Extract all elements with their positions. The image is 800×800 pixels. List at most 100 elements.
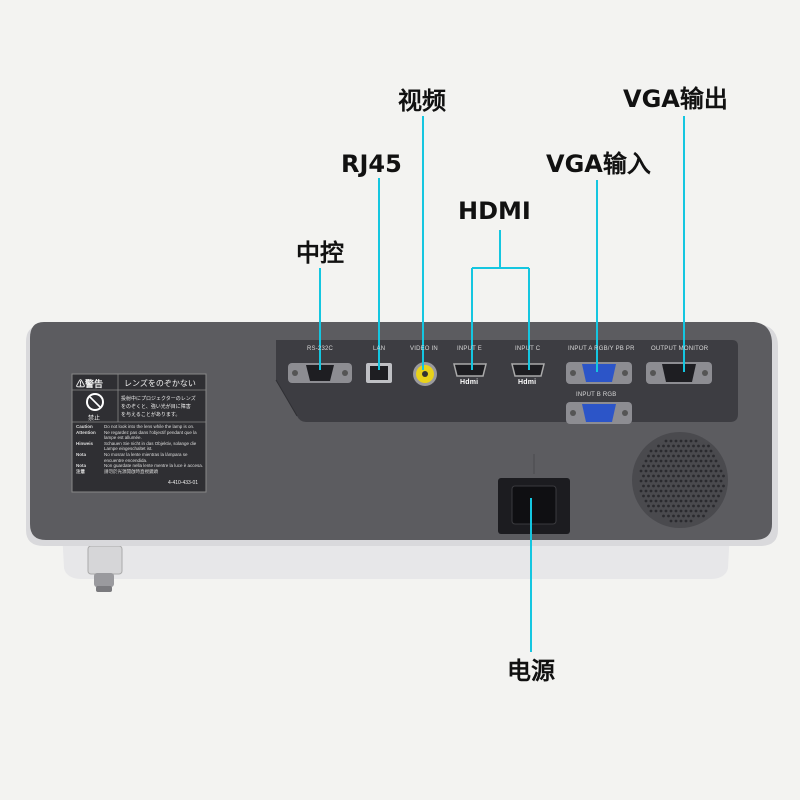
grille-hole (662, 484, 665, 488)
grille-hole (644, 479, 648, 483)
grille-hole (707, 494, 710, 498)
grille-hole (702, 484, 705, 488)
grille-hole (667, 514, 670, 518)
grille-hole (689, 479, 693, 483)
grille-hole (677, 514, 680, 518)
grille-hole (694, 469, 698, 473)
grille-hole (677, 504, 680, 508)
grille-hole (654, 489, 658, 493)
grille-hole (702, 444, 705, 448)
grille-hole (659, 479, 663, 483)
port-label-input-e: INPUT E (457, 346, 482, 352)
grille-hole (649, 479, 653, 483)
grille-hole (714, 469, 718, 473)
grille-hole (672, 514, 675, 518)
sticker-row: 注意請勿於光源開啟時直視鏡頭 (76, 469, 204, 475)
grille-hole (682, 444, 685, 448)
grille-hole (679, 509, 683, 513)
grille-hole (677, 454, 680, 458)
sticker-row-lang: Caution (76, 424, 93, 429)
grille-hole (657, 444, 660, 448)
grille-hole (697, 484, 700, 488)
sticker-japanese-line2: をのぞくと、強い光が目に障害 (121, 404, 191, 410)
grille-hole (689, 469, 693, 473)
grille-hole (652, 454, 655, 458)
grille-hole (669, 459, 673, 463)
grille-hole (657, 454, 660, 458)
callout-vga-in: VGA输入 (546, 150, 651, 178)
grille-hole (684, 449, 688, 453)
grille-hole (647, 464, 650, 468)
grille-hole (717, 484, 720, 488)
grille-hole (679, 479, 683, 483)
grille-hole (707, 464, 710, 468)
port-label-input-c: INPUT C (515, 346, 541, 352)
sticker-row: Lampe eingeschaltet ist. (76, 446, 204, 452)
grille-hole (649, 509, 653, 513)
grille-hole (667, 504, 670, 508)
grille-hole (672, 474, 675, 478)
grille-hole (639, 489, 643, 493)
hdmi-logo-e: Hdmi (460, 379, 479, 386)
grille-hole (712, 494, 715, 498)
grille-hole (674, 499, 678, 503)
grille-hole (704, 499, 708, 503)
grille-hole (697, 494, 700, 498)
grille-hole (667, 444, 670, 448)
grille-hole (699, 489, 703, 493)
grille-hole (714, 489, 718, 493)
grille-hole (722, 484, 725, 488)
grille-hole (709, 479, 713, 483)
grille-hole (712, 454, 715, 458)
grille-hole (664, 459, 668, 463)
grille-hole (674, 519, 678, 523)
grille-hole (707, 504, 710, 508)
sticker-row-text: Ne regardez pas dans l'objectif pendant … (104, 429, 197, 435)
grille-hole (674, 489, 678, 493)
grille-hole (667, 454, 670, 458)
grille-hole (704, 449, 708, 453)
grille-hole (687, 494, 690, 498)
grille-hole (639, 479, 643, 483)
grille-hole (684, 519, 688, 523)
sticker-japanese-line3: を与えることがあります。 (121, 412, 181, 418)
grille-hole (649, 449, 653, 453)
grille-hole (717, 494, 720, 498)
grille-hole (649, 469, 653, 473)
grille-hole (679, 469, 683, 473)
grille-hole (672, 454, 675, 458)
grille-hole (679, 449, 683, 453)
grille-hole (679, 459, 683, 463)
grille-hole (702, 464, 705, 468)
grille-hole (667, 474, 670, 478)
sticker-japanese-line1: 投射中にプロジェクターのレンズ (121, 396, 196, 402)
grille-hole (667, 464, 670, 468)
grille-hole (687, 444, 690, 448)
grille-hole (702, 454, 705, 458)
grille-hole (674, 449, 678, 453)
grille-hole (674, 439, 678, 443)
sticker-row-lang: Nota (76, 463, 86, 469)
grille-hole (644, 469, 648, 473)
grille-hole (669, 469, 673, 473)
grille-hole (707, 444, 710, 448)
grille-hole (642, 494, 645, 498)
callout-power: 电源 (507, 657, 555, 685)
grille-hole (662, 514, 665, 518)
grille-hole (714, 499, 718, 503)
grille-hole (662, 494, 665, 498)
grille-hole (692, 494, 695, 498)
grille-hole (662, 504, 665, 508)
grille-hole (647, 454, 650, 458)
grille-hole (702, 504, 705, 508)
grille-hole (669, 509, 673, 513)
grille-hole (664, 439, 668, 443)
grille-hole (692, 454, 695, 458)
grille-hole (719, 489, 723, 493)
grille-hole (659, 509, 663, 513)
grille-hole (642, 464, 645, 468)
grille-hole (677, 484, 680, 488)
callout-video: 视频 (398, 87, 446, 115)
grille-hole (687, 464, 690, 468)
